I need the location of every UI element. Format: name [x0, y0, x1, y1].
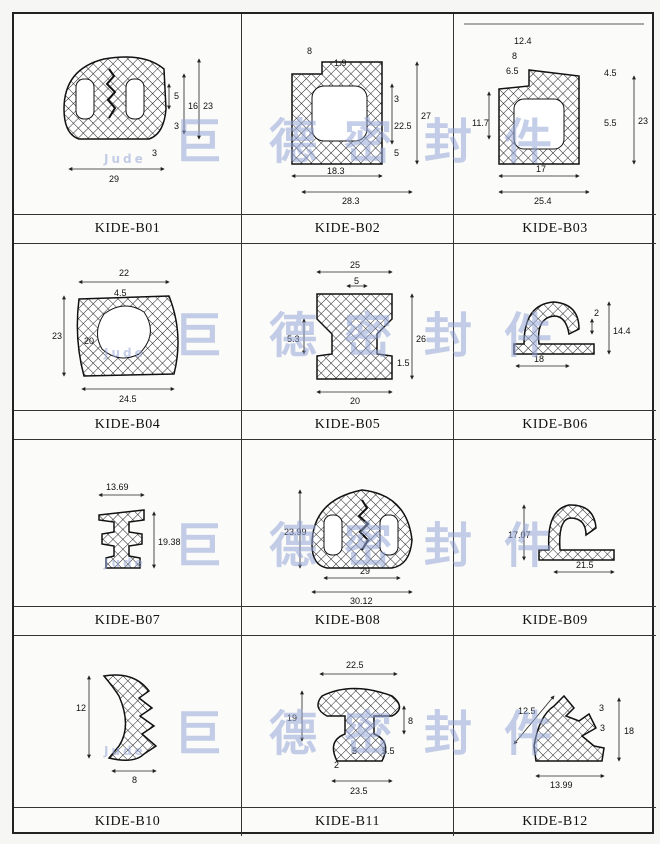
dim-text: 23.5 [350, 786, 368, 796]
dim-text: 4.5 [604, 68, 617, 78]
dim-text: 2 [334, 760, 339, 770]
cell-b09: 17.07 21.5 KIDE-B09 [454, 440, 656, 636]
cell-b06: 2 14.4 18 KIDE-B06 [454, 244, 656, 440]
dim-text: 23 [203, 101, 213, 111]
part-number-label: KIDE-B01 [14, 214, 241, 243]
profile-drawing: 22.5 19 8 5 5.5 2 23.5 [287, 660, 413, 796]
dim-text: 12.4 [514, 36, 532, 46]
dim-text: 18.3 [327, 166, 345, 176]
part-number-label: KIDE-B12 [454, 807, 656, 836]
part-number-label: KIDE-B07 [14, 606, 241, 635]
profile-drawing: 8 1.9 3 22.5 27 5 18.3 28.3 [291, 46, 431, 206]
dim-text: 20 [84, 336, 94, 346]
catalog-sheet: 5 16 23 3 3 29 KIDE-B01 8 1.9 3 22.5 27 … [12, 12, 656, 836]
part-number-label: KIDE-B08 [242, 606, 453, 635]
dim-text: 18 [624, 726, 634, 736]
dim-text: 22 [119, 268, 129, 278]
profile-drawing: 12.4 8 6.5 4.5 11.7 5.5 23 17 25.4 [464, 23, 648, 206]
profile-drawing: 22 4.5 23 20 24.5 [52, 268, 179, 404]
dim-text: 22.5 [346, 660, 364, 670]
dim-text: 17.07 [508, 530, 531, 540]
part-number-label: KIDE-B06 [454, 410, 656, 439]
dim-text: 5.3 [287, 334, 300, 344]
part-number-label: KIDE-B11 [242, 807, 453, 836]
profile-drawing: 2 14.4 18 [513, 301, 631, 368]
profile-drawing: 25 5 5.3 26 1.5 20 [287, 260, 426, 406]
dim-text: 3 [599, 703, 604, 713]
dim-text: 11.7 [472, 118, 489, 128]
dim-text: 21.5 [576, 560, 594, 570]
profile-drawing: 13.69 19.38 [98, 482, 181, 569]
dim-text: 1.9 [334, 58, 347, 68]
dim-text: 17 [536, 164, 546, 174]
cell-b12: 12.5 3 3 18 13.99 KIDE-B12 [454, 636, 656, 836]
dim-text: 8 [408, 716, 413, 726]
dim-text: 3 [600, 723, 605, 733]
cell-b10: 12 8 KIDE-B10 [14, 636, 242, 836]
dim-text: 20 [350, 396, 360, 406]
dim-text: 2 [594, 308, 599, 318]
dim-text: 3 [174, 121, 179, 131]
dim-text: 12.5 [518, 706, 536, 716]
dim-text: 5 [394, 148, 399, 158]
cell-b01: 5 16 23 3 3 29 KIDE-B01 [14, 14, 242, 244]
part-number-label: KIDE-B10 [14, 807, 241, 836]
profile-drawing: 23.99 29 30.12 [284, 489, 413, 606]
dim-text: 5 [354, 276, 359, 286]
dim-text: 25 [350, 260, 360, 270]
dim-text: 27 [421, 111, 431, 121]
dim-text: 23 [52, 331, 62, 341]
dim-text: 3 [152, 148, 157, 158]
part-number-label: KIDE-B09 [454, 606, 656, 635]
part-number-label: KIDE-B03 [454, 214, 656, 243]
dim-text: 16 [188, 101, 198, 111]
dim-text: 5.5 [604, 118, 617, 128]
dim-text: 23 [638, 116, 648, 126]
dim-text: 6.5 [506, 66, 519, 76]
dim-text: 24.5 [119, 394, 137, 404]
dim-text: 29 [360, 566, 370, 576]
dim-text: 13.99 [550, 780, 573, 790]
cell-b02: 8 1.9 3 22.5 27 5 18.3 28.3 KIDE-B02 [242, 14, 454, 244]
part-number-label: KIDE-B04 [14, 410, 241, 439]
part-number-label: KIDE-B02 [242, 214, 453, 243]
dim-text: 4.5 [114, 288, 127, 298]
dim-text: 5 [352, 746, 357, 756]
dim-text: 29 [109, 174, 119, 184]
dim-text: 5.5 [382, 746, 395, 756]
profile-drawing: 5 16 23 3 3 29 [63, 56, 213, 184]
cell-b11: 22.5 19 8 5 5.5 2 23.5 KIDE-B11 [242, 636, 454, 836]
dim-text: 28.3 [342, 196, 360, 206]
cell-b07: 13.69 19.38 KIDE-B07 [14, 440, 242, 636]
dim-text: 12 [76, 703, 86, 713]
dim-text: 3 [394, 94, 399, 104]
cell-b05: 25 5 5.3 26 1.5 20 KIDE-B05 [242, 244, 454, 440]
dim-text: 19 [287, 713, 297, 723]
dim-text: 8 [307, 46, 312, 56]
profile-drawing: 12.5 3 3 18 13.99 [513, 694, 634, 790]
dim-text: 23.99 [284, 527, 307, 537]
profile-drawing: 17.07 21.5 [508, 504, 615, 574]
dim-text: 8 [512, 51, 517, 61]
dim-text: 14.4 [613, 326, 631, 336]
cell-b04: 22 4.5 23 20 24.5 KIDE-B04 [14, 244, 242, 440]
cell-b03: 12.4 8 6.5 4.5 11.7 5.5 23 17 25.4 KIDE-… [454, 14, 656, 244]
dim-text: 13.69 [106, 482, 129, 492]
dim-text: 18 [534, 354, 544, 364]
dim-text: 5 [174, 91, 179, 101]
dim-text: 25.4 [534, 196, 552, 206]
dim-text: 19.38 [158, 537, 181, 547]
part-number-label: KIDE-B05 [242, 410, 453, 439]
dim-text: 8 [132, 775, 137, 785]
dim-text: 22.5 [394, 121, 412, 131]
profile-drawing: 12 8 [76, 674, 158, 785]
dim-text: 30.12 [350, 596, 373, 606]
cell-b08: 23.99 29 30.12 KIDE-B08 [242, 440, 454, 636]
dim-text: 26 [416, 334, 426, 344]
dim-text: 1.5 [397, 358, 410, 368]
